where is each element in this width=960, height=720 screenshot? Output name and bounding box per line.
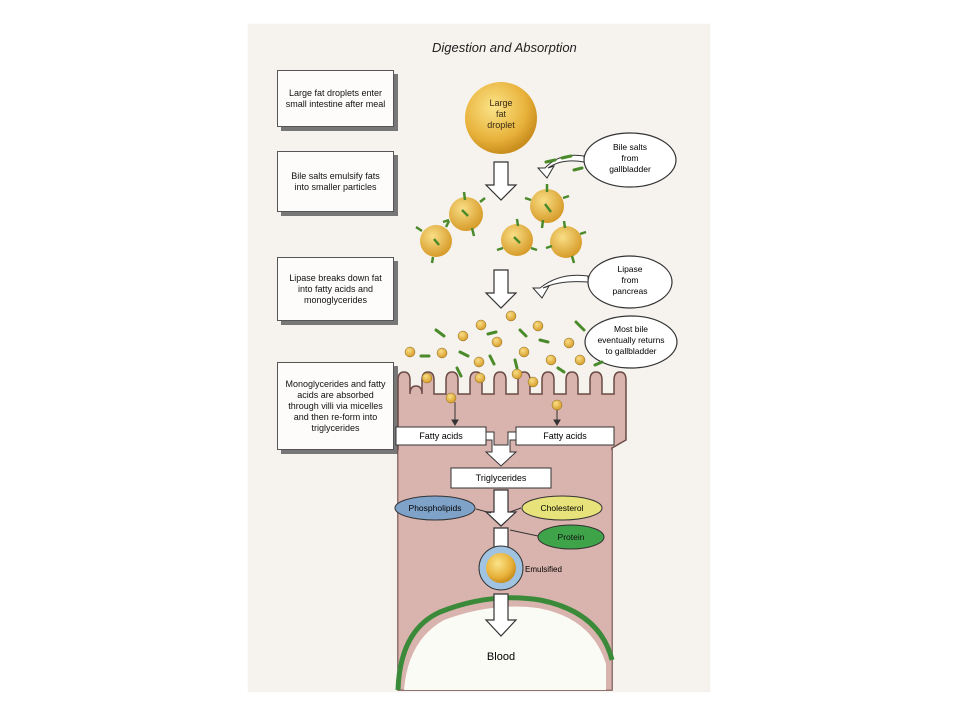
emulsified-label: Emulsified [525, 565, 562, 574]
fatty-acids-label-right: Fatty acids [543, 431, 587, 441]
droplet-label-3: droplet [487, 120, 515, 130]
droplet-label-2: fat [496, 109, 507, 119]
lipase-label-2: from [622, 275, 639, 285]
protein-label: Protein [558, 532, 585, 542]
step-2-box: Bile salts emulsify fats into smaller pa… [277, 151, 394, 212]
emulsified-droplets [415, 184, 587, 264]
emulsified-particle-inner [486, 553, 516, 583]
down-arrow-blood [484, 593, 518, 637]
phospholipids-arrow [475, 508, 492, 514]
cholesterol-ellipse [521, 495, 603, 521]
step-4-box: Monoglycerides and fatty acids are absor… [277, 362, 394, 450]
absorption-arrows [451, 402, 561, 426]
triglycerides-label: Triglycerides [476, 473, 527, 483]
cholesterol-label: Cholesterol [541, 503, 584, 513]
step-3-box: Lipase breaks down fat into fatty acids … [277, 257, 394, 321]
lipase-curved-arrow [531, 274, 589, 299]
droplet-label-1: Large [489, 98, 512, 108]
bile-salt-dashes [544, 154, 584, 172]
blood-vessel-lumen [404, 606, 606, 690]
phospholipids-label: Phospholipids [409, 503, 462, 513]
bile-return-label-2: eventually returns [597, 335, 664, 345]
merge-arrow [484, 431, 518, 467]
bile-label-2: from [622, 153, 639, 163]
protein-arrow [509, 529, 539, 537]
cholesterol-arrow [509, 507, 522, 513]
bile-returns-bubble [584, 315, 678, 369]
bile-label-1: Bile salts [613, 142, 647, 152]
protein-ellipse [537, 524, 605, 550]
down-arrow-2 [484, 269, 518, 309]
down-arrow-1 [484, 161, 518, 201]
figure-title: Digestion and Absorption [432, 40, 577, 55]
lipase-label-3: pancreas [613, 286, 648, 296]
phospholipids-ellipse [394, 495, 476, 521]
fatty-acids-label-left: Fatty acids [419, 431, 463, 441]
lipase-products [404, 310, 604, 411]
bile-return-label-3: to gallbladder [605, 346, 656, 356]
step-1-box: Large fat droplets enter small intestine… [277, 70, 394, 127]
large-fat-droplet [465, 82, 537, 154]
down-arrow-triglycerides [484, 489, 518, 527]
bile-label-3: gallbladder [609, 164, 651, 174]
bile-return-label-1: Most bile [614, 324, 648, 334]
lipase-label-1: Lipase [617, 264, 642, 274]
blood-label: Blood [487, 651, 515, 663]
triglycerides-box [450, 467, 552, 489]
